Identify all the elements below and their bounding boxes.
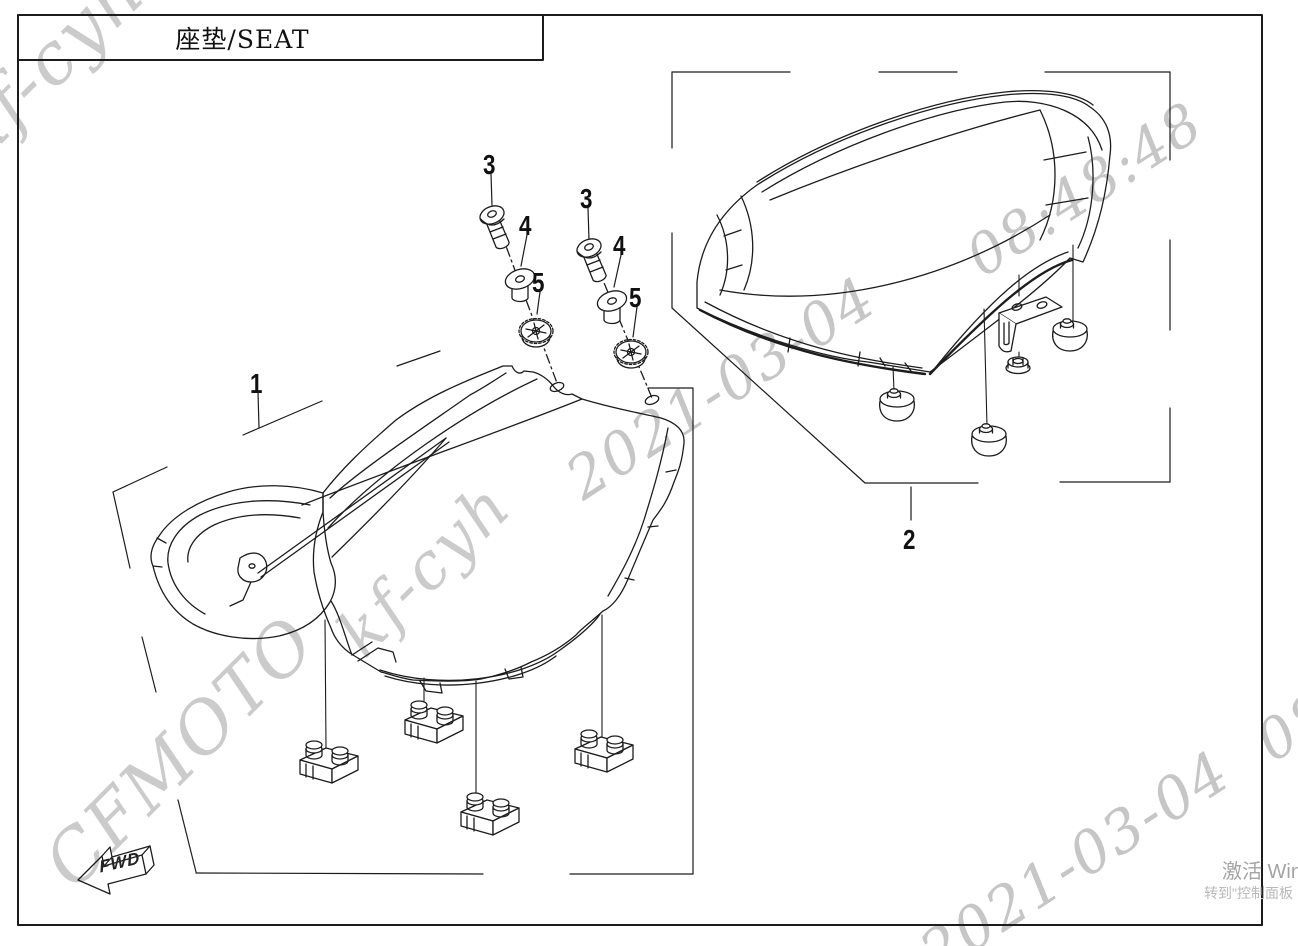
washer-a-drawing	[504, 268, 536, 303]
frame-seat-rear	[671, 71, 1171, 484]
seat-rear-drawing	[696, 90, 1112, 376]
mount-blocks	[299, 700, 634, 836]
bumper-front-drawing	[879, 388, 915, 422]
fwd-arrow	[77, 845, 155, 895]
callout-seat-main: 1	[250, 368, 263, 399]
damper-b-drawing	[613, 338, 649, 369]
mount-block-leaders	[324, 614, 603, 806]
page-title: 座垫/SEAT	[175, 24, 310, 54]
callout-washer-a: 4	[519, 210, 532, 241]
nut-drawing	[1005, 356, 1031, 375]
leader-lines	[257, 173, 912, 521]
rear-hardware-leaders	[892, 244, 1074, 427]
callout-screw-a: 3	[483, 149, 496, 180]
damper-a-drawing	[518, 317, 554, 348]
callout-damper-a: 5	[532, 267, 545, 298]
callout-damper-b: 5	[629, 282, 642, 313]
screw-a-drawing	[479, 205, 510, 250]
screw-b-drawing	[576, 238, 607, 283]
bumper-middle-drawing	[971, 423, 1007, 457]
frame-seat-main	[112, 350, 694, 875]
title-box: 座垫/SEAT	[18, 15, 543, 60]
page-border	[17, 14, 1263, 926]
bracket-drawing	[998, 296, 1063, 353]
callout-screw-b: 3	[580, 183, 593, 214]
washer-b-drawing	[596, 290, 628, 325]
callout-washer-b: 4	[613, 230, 626, 261]
bumper-rear-drawing	[1052, 318, 1088, 352]
activation-text-line2: 转到"控制面板	[1204, 885, 1293, 901]
assembly-axis-lines	[499, 229, 653, 399]
activation-text-line1: 激活 Wind	[1222, 861, 1298, 883]
seat-main-drawing	[150, 365, 685, 694]
callout-seat-rear: 2	[903, 524, 916, 555]
